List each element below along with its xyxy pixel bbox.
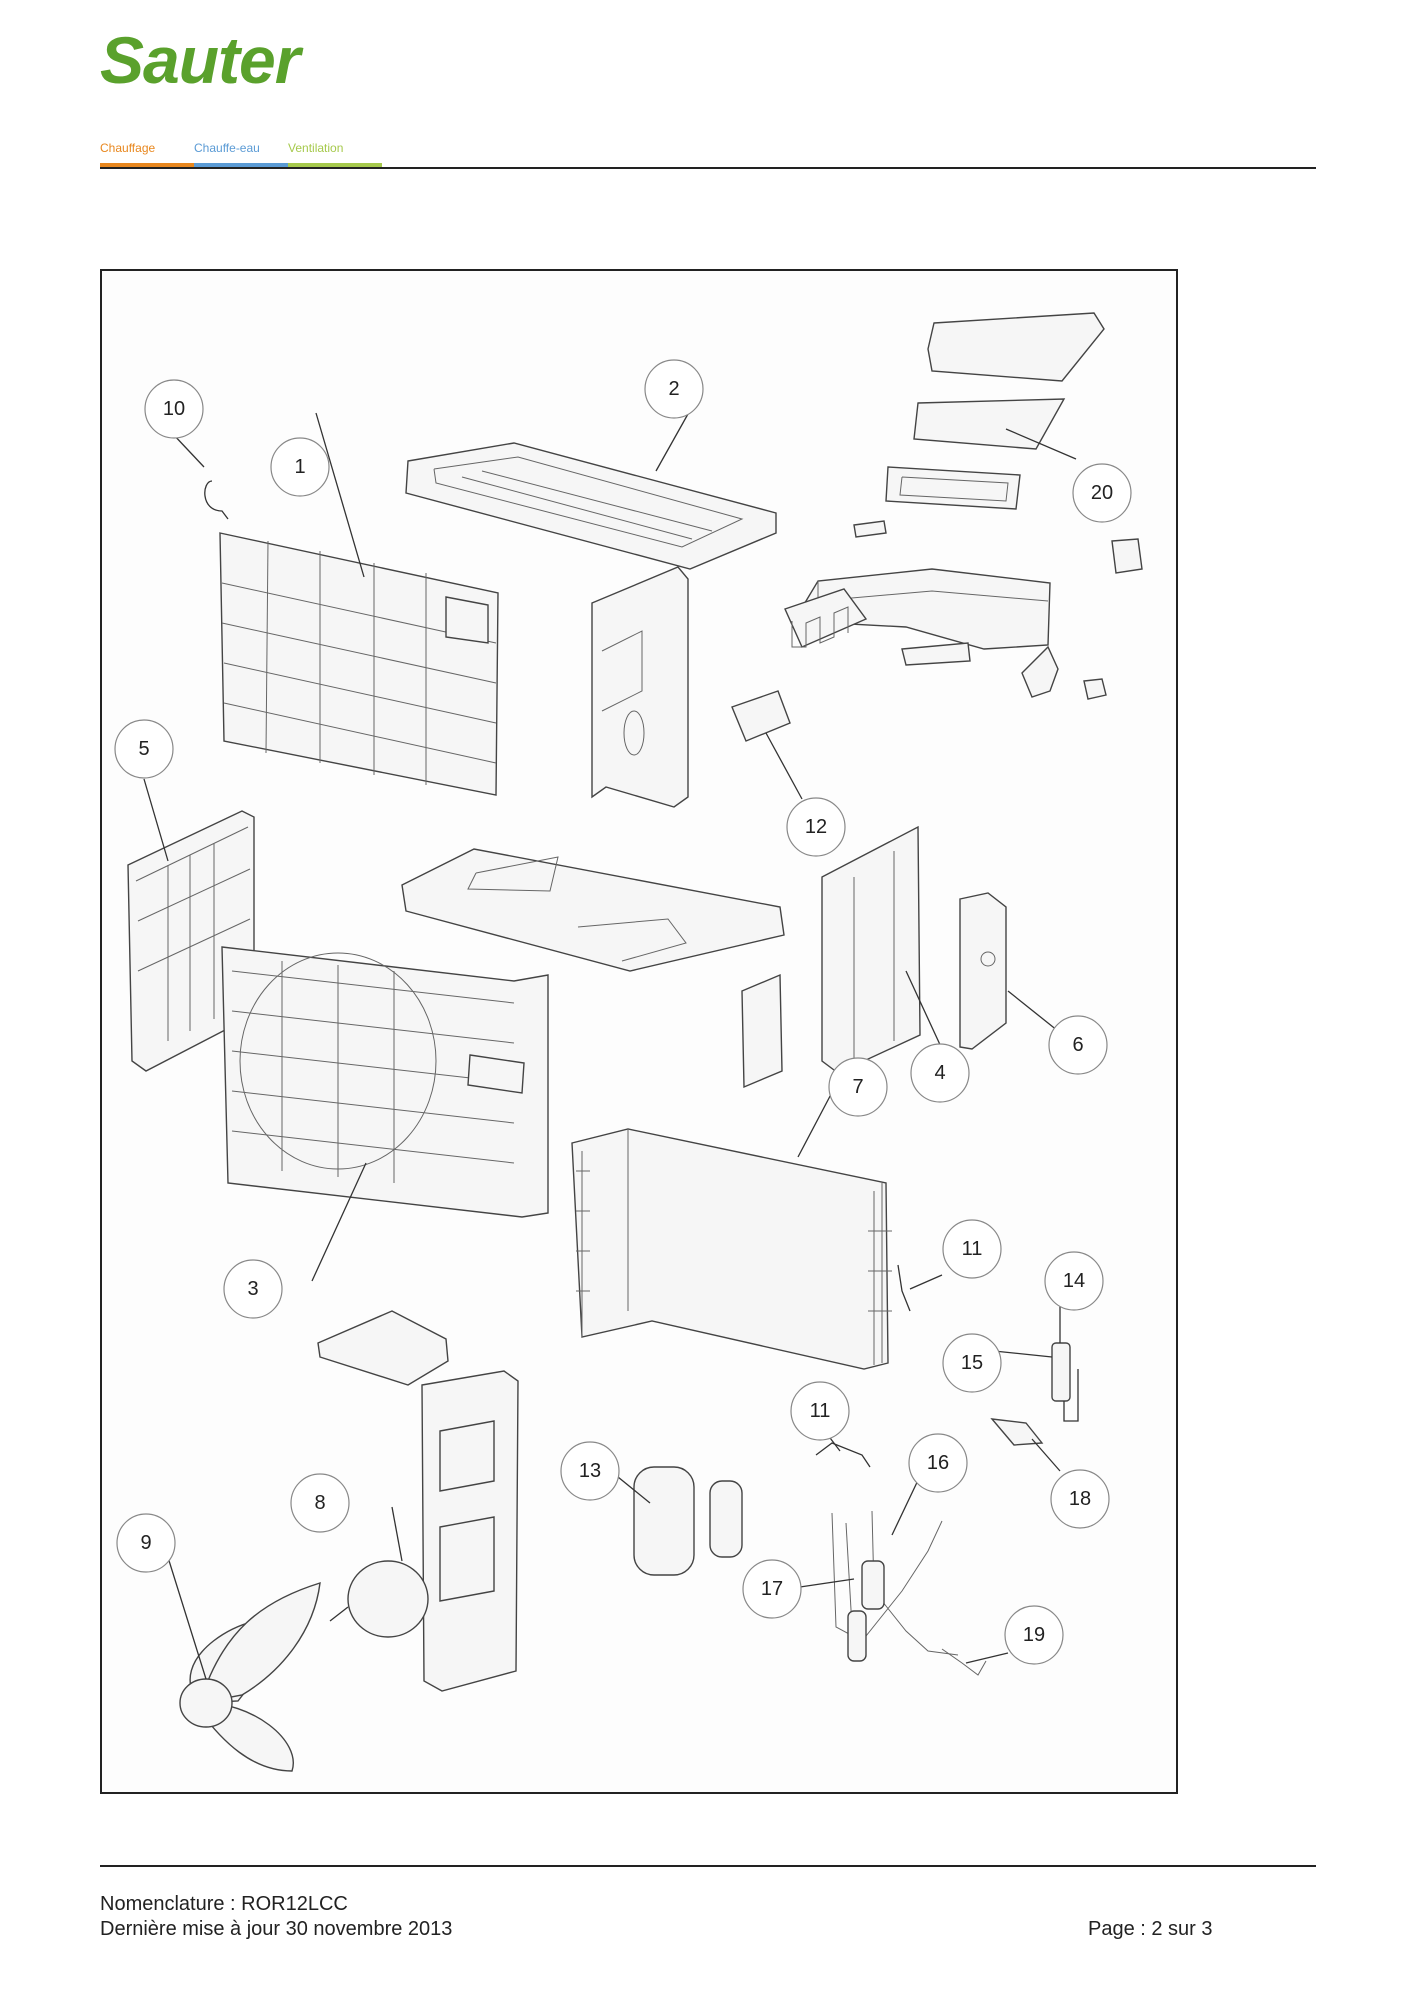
rear-grille xyxy=(219,532,499,796)
callout-1: 1 xyxy=(270,437,330,497)
svg-text:7: 7 xyxy=(852,1076,863,1098)
header-divider xyxy=(100,167,1316,169)
svg-text:20: 20 xyxy=(1091,482,1113,504)
motor-cover xyxy=(317,1310,449,1386)
fan-blade xyxy=(179,1582,321,1772)
category-label: Chauffage xyxy=(100,141,156,155)
callout-2: 2 xyxy=(644,359,704,419)
svg-text:11: 11 xyxy=(810,1400,831,1422)
callout-13: 13 xyxy=(560,1441,620,1501)
motor-bracket xyxy=(421,1370,519,1692)
callout-14: 14 xyxy=(1044,1251,1104,1311)
svg-text:11: 11 xyxy=(962,1238,983,1260)
reactor xyxy=(731,690,791,742)
valve-cover xyxy=(959,892,1007,1050)
category-chauffage: Chauffage xyxy=(100,141,194,169)
diagram-canvas: 1 2 3 4 5 6 7 8 9 10 11 11 12 13 14 15 1… xyxy=(114,312,1143,1772)
callout-11-lower: 11 xyxy=(790,1381,850,1441)
condenser-coil xyxy=(571,1128,892,1370)
brand-logo: Sauter xyxy=(100,23,300,97)
svg-text:13: 13 xyxy=(579,1460,601,1482)
callout-10: 10 xyxy=(144,379,204,439)
callout-20: 20 xyxy=(1072,463,1132,523)
svg-text:12: 12 xyxy=(805,816,827,838)
callout-19: 19 xyxy=(1004,1605,1064,1665)
callout-leaders xyxy=(143,388,1077,1680)
svg-text:1: 1 xyxy=(294,456,305,478)
svg-text:17: 17 xyxy=(761,1578,783,1600)
front-panel xyxy=(221,946,549,1218)
callout-16: 16 xyxy=(908,1433,968,1493)
svg-text:9: 9 xyxy=(140,1532,151,1554)
svg-text:15: 15 xyxy=(961,1352,983,1374)
callout-17: 17 xyxy=(742,1559,802,1619)
category-chauffe-eau: Chauffe-eau xyxy=(194,141,288,169)
svg-text:6: 6 xyxy=(1072,1034,1083,1056)
category-label: Chauffe-eau xyxy=(194,141,260,155)
category-label: Ventilation xyxy=(288,141,344,155)
svg-text:3: 3 xyxy=(247,1278,258,1300)
callout-11-upper: 11 xyxy=(942,1219,1002,1279)
footer-divider xyxy=(100,1865,1316,1867)
svg-text:19: 19 xyxy=(1023,1624,1045,1646)
callout-7: 7 xyxy=(828,1057,888,1117)
svg-text:18: 18 xyxy=(1069,1488,1091,1510)
valve-clamp xyxy=(990,1418,1044,1446)
top-cover xyxy=(405,442,777,570)
control-box-assembly xyxy=(784,312,1143,700)
partition-plate xyxy=(591,566,689,808)
four-way-valve xyxy=(1051,1342,1079,1422)
svg-text:5: 5 xyxy=(138,738,149,760)
callout-6: 6 xyxy=(1048,1015,1108,1075)
last-update-label: Dernière mise à jour 30 novembre 2013 xyxy=(100,1918,453,1940)
page-number: Page : 2 sur 3 xyxy=(1088,1918,1213,1940)
svg-text:14: 14 xyxy=(1063,1270,1085,1292)
side-panel xyxy=(127,810,255,1072)
callout-9: 9 xyxy=(116,1513,176,1573)
temperature-sensor xyxy=(897,1264,911,1312)
fan-motor xyxy=(329,1560,429,1638)
svg-text:8: 8 xyxy=(314,1492,325,1514)
callout-8: 8 xyxy=(290,1473,350,1533)
compressor xyxy=(633,1466,743,1576)
sensor-clip xyxy=(204,480,229,520)
svg-text:4: 4 xyxy=(934,1062,945,1084)
callout-4: 4 xyxy=(910,1043,970,1103)
valve-bracket xyxy=(741,973,783,1089)
nomenclature-label: Nomenclature : ROR12LCC xyxy=(100,1893,348,1915)
callout-3: 3 xyxy=(223,1259,283,1319)
callout-5: 5 xyxy=(114,719,174,779)
svg-text:16: 16 xyxy=(927,1452,949,1474)
piping-assembly xyxy=(831,1510,987,1676)
callout-12: 12 xyxy=(786,797,846,857)
right-side-plate xyxy=(821,825,921,1074)
svg-text:2: 2 xyxy=(668,378,679,400)
callout-18: 18 xyxy=(1050,1469,1110,1529)
category-strip: Chauffage Chauffe-eau Ventilation xyxy=(100,141,384,171)
temperature-sensor xyxy=(815,1442,871,1468)
callout-15: 15 xyxy=(942,1333,1002,1393)
svg-text:10: 10 xyxy=(163,398,185,420)
exploded-parts-diagram: 1 2 3 4 5 6 7 8 9 10 11 11 12 13 14 15 1… xyxy=(100,269,1178,1794)
base-pan xyxy=(401,848,785,972)
category-ventilation: Ventilation xyxy=(288,141,382,169)
